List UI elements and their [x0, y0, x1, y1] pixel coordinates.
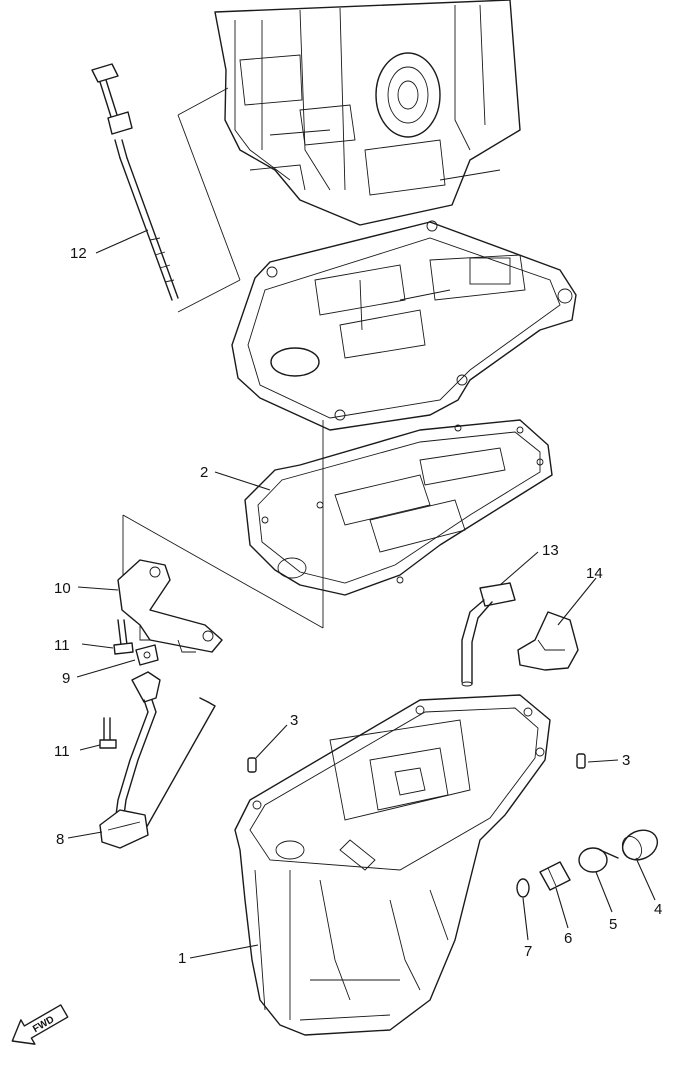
- dowel-pin-right: [576, 753, 586, 769]
- oil-strainer: [99, 671, 216, 849]
- dowel-pin-left: [247, 757, 257, 773]
- dipstick-guide-lines: [177, 87, 241, 313]
- drain-plug: [539, 861, 571, 891]
- gasket: [244, 419, 553, 596]
- callout-14: 14: [586, 565, 603, 582]
- bolt-upper: [113, 619, 134, 655]
- fwd-label: FWD: [31, 1014, 56, 1035]
- callout-7: 7: [524, 943, 532, 960]
- callout-2: 2: [200, 464, 208, 481]
- callout-11-lower: 11: [54, 743, 70, 760]
- bolt-lower: [99, 717, 117, 749]
- callout-5: 5: [609, 916, 617, 933]
- oil-strainer-bracket: [117, 559, 223, 653]
- callout-10: 10: [54, 580, 71, 597]
- washer: [516, 878, 530, 898]
- callout-4: 4: [654, 901, 662, 918]
- dipstick: [91, 63, 179, 301]
- clip: [578, 847, 619, 873]
- fwd-arrow-icon: FWD: [11, 1004, 69, 1045]
- callout-3-right: 3: [622, 752, 630, 769]
- engine-block: [214, 0, 521, 226]
- callout-1: 1: [178, 950, 186, 967]
- hose: [461, 582, 516, 687]
- mount-bracket: [517, 611, 579, 671]
- callout-3-left: 3: [290, 712, 298, 729]
- callout-11-upper: 11: [54, 637, 70, 654]
- hose-clamp: [621, 829, 659, 861]
- upper-mount-plate: [231, 220, 577, 431]
- callout-6: 6: [564, 930, 572, 947]
- oil-pan: [234, 694, 551, 1036]
- callout-8: 8: [56, 831, 64, 848]
- callout-9: 9: [62, 670, 70, 687]
- callout-12: 12: [70, 245, 87, 262]
- strainer-gasket: [135, 644, 159, 666]
- callout-13: 13: [542, 542, 559, 559]
- leader-lines: [67, 229, 656, 959]
